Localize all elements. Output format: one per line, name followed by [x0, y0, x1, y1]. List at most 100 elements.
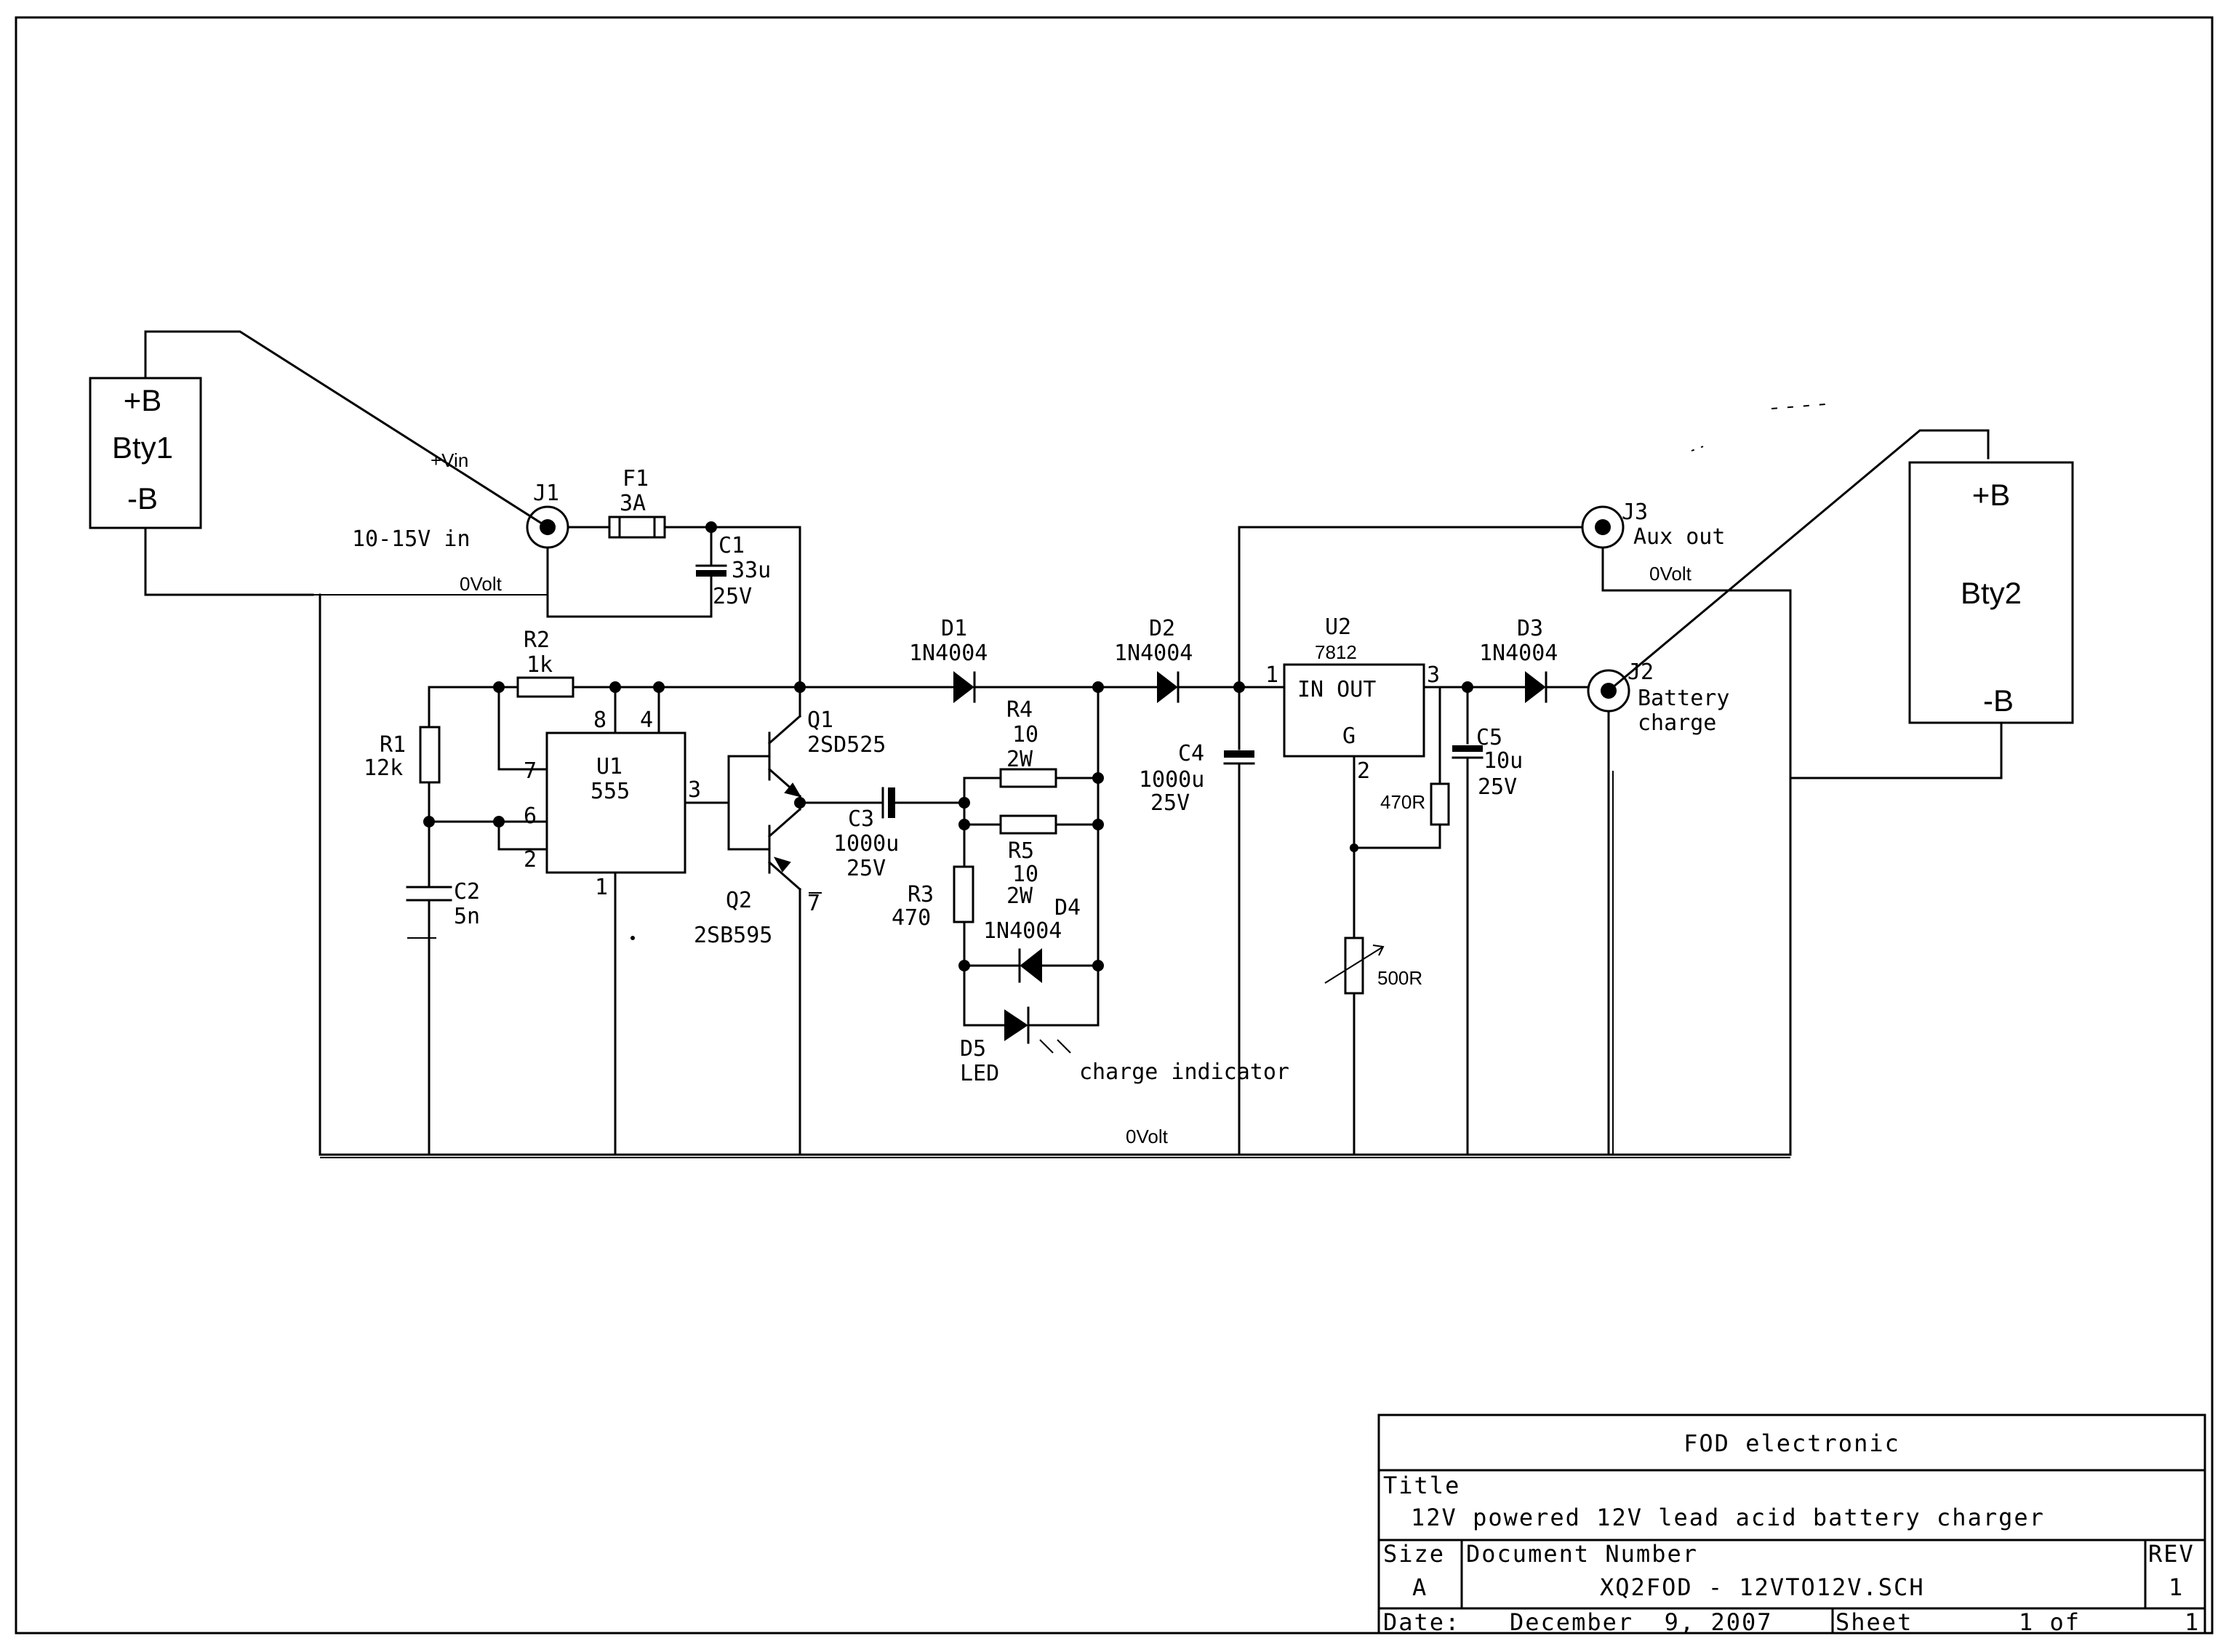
capacitor-c2 — [406, 886, 452, 902]
resistor-r4 — [963, 768, 1100, 788]
resistor-r2 — [516, 676, 574, 698]
r2-ref: R2 — [524, 627, 550, 653]
tb-title-label: Title — [1383, 1472, 1460, 1499]
c3-ref: C3 — [848, 806, 874, 832]
r4-ref: R4 — [1006, 697, 1033, 723]
d4-ref: D4 — [1054, 895, 1081, 921]
r3-value: 470 — [892, 905, 931, 931]
diode-d1 — [953, 670, 976, 704]
r-470r-value: 470R — [1380, 791, 1425, 813]
r5-value: 10 — [1012, 862, 1038, 887]
resistor-r3 — [953, 865, 974, 923]
c2-ref: C2 — [454, 879, 480, 905]
battery-bty1: +B Bty1 -B — [89, 377, 202, 529]
q2-ref: Q2 — [726, 888, 752, 913]
tb-sheet: 1 of — [2019, 1608, 2081, 1636]
bty2-pos-lead — [1606, 429, 1990, 693]
f1-ref: F1 — [622, 466, 649, 492]
battery-bty2: +B Bty2 -B — [1908, 461, 2074, 724]
resistor-r5 — [963, 814, 1100, 835]
u1-pin6: 6 — [524, 803, 537, 829]
j2-label-1: Battery — [1638, 686, 1729, 711]
d1-ref: D1 — [941, 616, 967, 641]
r1-value: 12k — [364, 755, 403, 781]
tb-date-label: Date: — [1383, 1608, 1460, 1636]
c4-value: 1000u — [1139, 767, 1204, 793]
u1-pin4: 4 — [640, 707, 653, 733]
tb-company: FOD electronic — [1683, 1430, 1900, 1457]
ground-rail — [319, 593, 1792, 1156]
c1-ref: C1 — [718, 533, 745, 558]
tb-rev: 1 — [2169, 1573, 2184, 1601]
tb-docnum-label: Document Number — [1466, 1540, 1698, 1568]
tb-date: December 9, 2007 — [1510, 1608, 1773, 1636]
r4-value: 10 — [1012, 722, 1038, 747]
tb-size: A — [1412, 1573, 1428, 1601]
diode-d2 — [1157, 670, 1180, 704]
d5-value: LED — [960, 1061, 999, 1086]
vr-500r-value: 500R — [1377, 967, 1422, 989]
connector-j3 — [1581, 505, 1625, 549]
d3-ref: D3 — [1517, 616, 1543, 641]
capacitor-c3 — [881, 787, 895, 819]
c5-ref: C5 — [1476, 725, 1502, 750]
u2-pin3: 3 — [1427, 662, 1440, 688]
d2-ref: D2 — [1149, 616, 1175, 641]
transistor-q2 — [767, 807, 802, 891]
q2-pin-mark: 7 — [807, 891, 820, 916]
d3-value: 1N4004 — [1479, 641, 1558, 666]
connector-j1 — [526, 505, 569, 549]
r2-value: 1k — [527, 652, 553, 678]
u1-pin2: 2 — [524, 847, 537, 873]
u2-pin2: 2 — [1357, 758, 1370, 784]
r4-power: 2W — [1006, 747, 1033, 772]
c4-ref: C4 — [1178, 741, 1204, 766]
u1-pin1: 1 — [595, 875, 608, 900]
tb-size-label: Size — [1383, 1540, 1445, 1568]
capacitor-c4 — [1223, 750, 1255, 765]
bty1-pos-label: +B — [124, 383, 162, 417]
fuse-f1 — [608, 516, 666, 539]
c1-value: 33u — [732, 558, 771, 583]
f1-value: 3A — [620, 491, 646, 516]
charge-indicator-label: charge indicator — [1079, 1059, 1289, 1085]
c3-voltage: 25V — [846, 856, 886, 881]
j3-label: Aux out — [1633, 524, 1725, 550]
bty2-neg-label: -B — [1983, 683, 2014, 718]
c4-voltage: 25V — [1150, 790, 1190, 816]
bty1-neg-label: -B — [127, 481, 158, 516]
r3-ref: R3 — [908, 882, 934, 907]
q2-value: 2SB595 — [694, 923, 772, 948]
j1-label: 10-15V in — [352, 526, 471, 552]
u1-ref: U1 — [596, 754, 622, 779]
vin-net-label: +Vin — [431, 449, 468, 471]
tb-docnum: XQ2FOD - 12VTO12V.SCH — [1600, 1573, 1925, 1601]
r5-power: 2W — [1006, 883, 1033, 909]
c3-value: 1000u — [833, 831, 899, 857]
u1-value: 555 — [590, 779, 630, 804]
bty2-pos-label: +B — [1972, 478, 2011, 512]
u2-ref: U2 — [1325, 614, 1351, 640]
zero-volt-label-2: 0Volt — [1649, 563, 1692, 585]
tb-rev-label: REV — [2148, 1540, 2195, 1568]
r5-ref: R5 — [1008, 838, 1034, 864]
c2-value: 5n — [454, 904, 480, 929]
j2-label-2: charge — [1638, 710, 1716, 736]
resistor-470r — [1430, 782, 1450, 826]
c1-voltage: 25V — [713, 584, 752, 609]
regulator-u2-7812 — [1283, 663, 1425, 758]
u2-value: 7812 — [1315, 641, 1357, 663]
diode-d3 — [1525, 670, 1548, 704]
zero-volt-label-3: 0Volt — [1126, 1126, 1169, 1147]
u2-pin1: 1 — [1265, 662, 1278, 688]
led-d5 — [1004, 1006, 1071, 1054]
tb-title: 12V powered 12V lead acid battery charge… — [1411, 1504, 2045, 1531]
tb-sheet-total: 1 — [2185, 1608, 2200, 1636]
trimmer-500r — [1324, 937, 1385, 995]
u1-pin8: 8 — [593, 707, 606, 733]
c5-value: 10u — [1484, 748, 1523, 774]
d2-value: 1N4004 — [1114, 641, 1193, 666]
d4-value: 1N4004 — [983, 918, 1062, 944]
r1-ref: R1 — [380, 732, 406, 758]
